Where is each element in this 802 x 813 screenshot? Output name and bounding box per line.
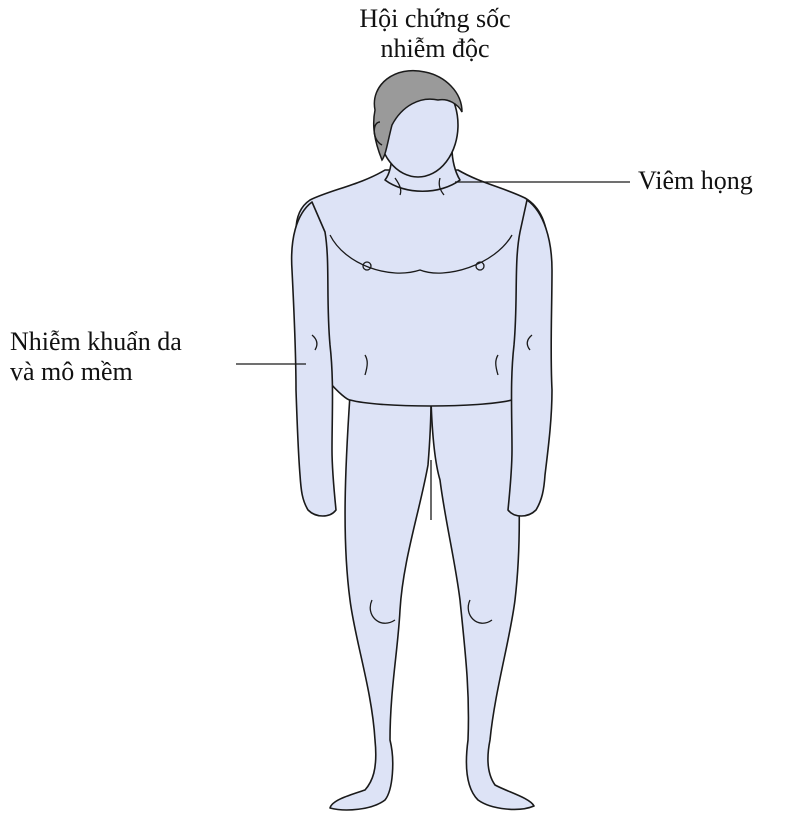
label-skin-infection-line1: Nhiễm khuẩn da: [10, 327, 182, 357]
left-leg: [330, 395, 431, 810]
label-pharyngitis: Viêm họng: [638, 166, 753, 196]
label-skin-soft-tissue-infection: Nhiễm khuẩn da và mô mềm: [10, 327, 182, 387]
body-figure: [292, 73, 552, 810]
label-toxic-shock-line1: Hội chứng sốc: [300, 4, 570, 34]
label-toxic-shock-syndrome: Hội chứng sốc nhiễm độc: [300, 4, 570, 64]
torso: [296, 170, 549, 406]
label-skin-infection-line2: và mô mềm: [10, 357, 182, 387]
label-toxic-shock-line2: nhiễm độc: [300, 34, 570, 64]
